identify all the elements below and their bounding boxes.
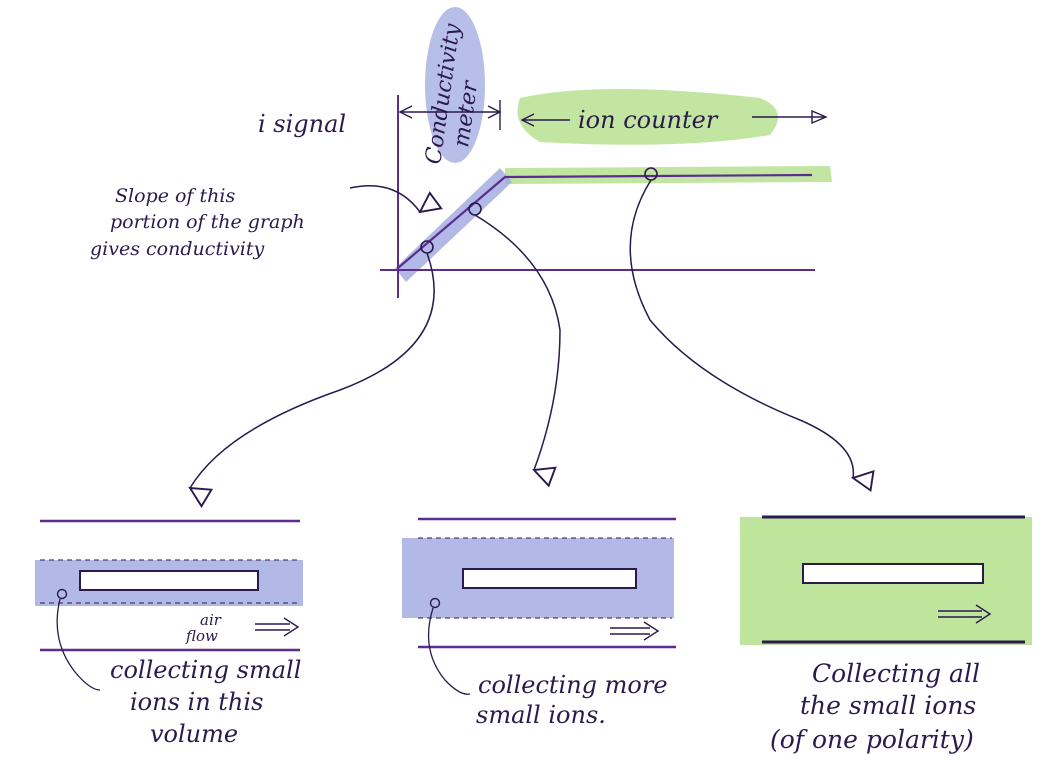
slope-note-line-3: gives conductivity [90, 238, 265, 260]
panel1-caption-line-1: collecting small [110, 656, 301, 684]
flow-arrow-icon-2 [610, 621, 660, 641]
panel-conductivity-high: collecting more small ions. [402, 517, 676, 729]
panel3-caption-line-2: the small ions [800, 691, 976, 720]
panel1-collector [79, 570, 259, 591]
counter-arrow-left-head [520, 113, 535, 127]
air-flow-label-1: air [200, 611, 222, 629]
ion-counter-label: ion counter [578, 106, 719, 134]
panel3-caption-line-3: (of one polarity) [770, 725, 974, 754]
panel2-caption-line-2: small ions. [476, 701, 606, 729]
slope-note-arrow [349, 185, 443, 214]
connector-plateau [629, 179, 875, 493]
counter-arrow-right-head [811, 109, 828, 125]
flow-arrow-icon-3 [938, 604, 992, 624]
panel-conductivity-low: air flow collecting small ions in this v… [35, 519, 303, 748]
flow-arrow-icon [255, 617, 300, 637]
panel1-caption-leader [56, 598, 101, 691]
panel2-caption-line-1: collecting more [478, 671, 668, 699]
air-flow-label-2: flow [185, 627, 218, 645]
slope-note-line-2: portion of the graph [110, 211, 305, 233]
connector-low [188, 252, 435, 508]
bracket-arrow-left [398, 105, 413, 119]
panel3-caption-line-1: Collecting all [812, 659, 980, 688]
connector-mid [474, 214, 561, 488]
conductivity-meter-shade [425, 7, 485, 163]
panel1-caption-line-3: volume [150, 720, 238, 748]
slope-note-line-1: Slope of this [115, 185, 235, 207]
panel3-collector [802, 563, 984, 584]
panel2-collector [462, 568, 637, 589]
y-axis-label: i signal [258, 110, 346, 138]
panel-ion-counter: Collecting all the small ions (of one po… [740, 515, 1032, 754]
ion-counter-shade [517, 89, 778, 145]
signal-curve [397, 173, 813, 269]
panel2-caption-leader [427, 607, 471, 695]
panel1-caption-line-2: ions in this [130, 688, 263, 716]
